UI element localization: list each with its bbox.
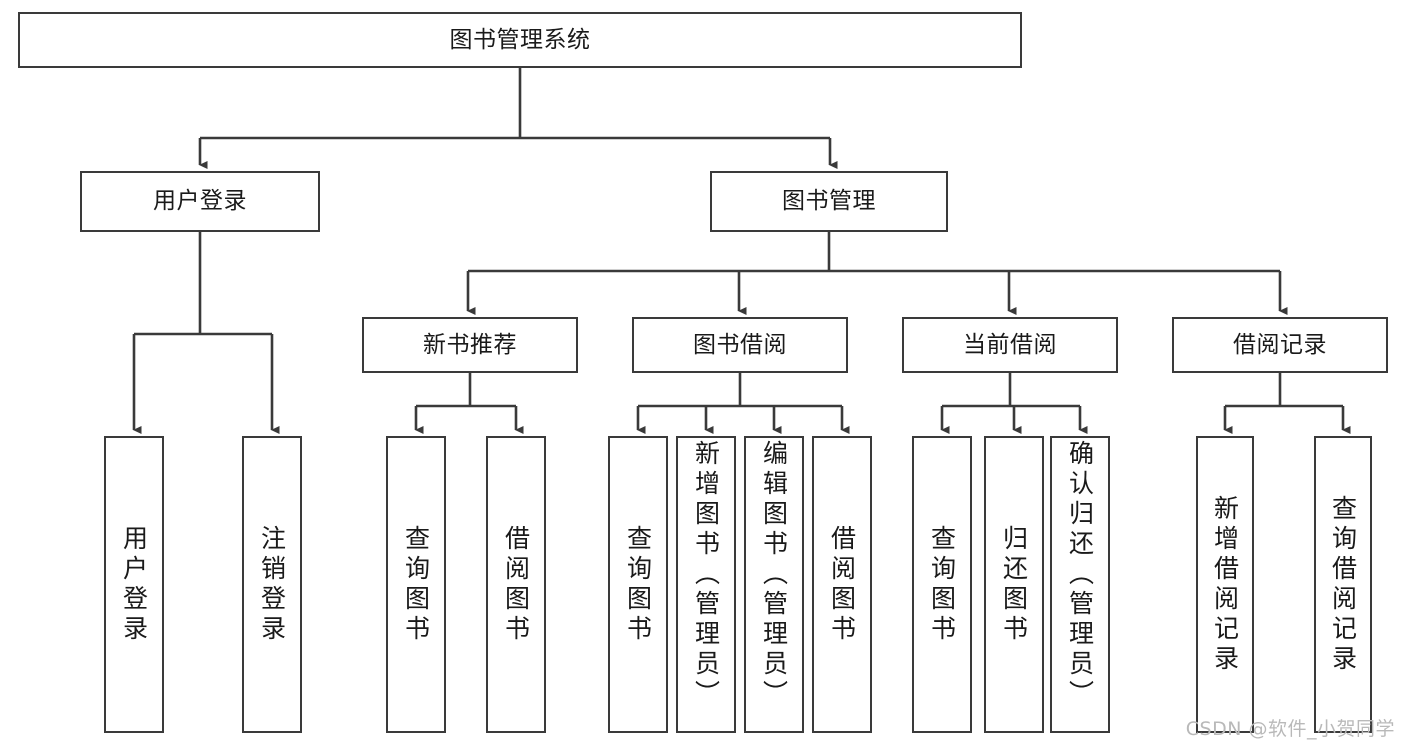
- node-leaf-borrow-book-1[interactable]: 借阅图书: [486, 436, 546, 733]
- node-leaf-edit-book[interactable]: 编辑图书（管理员）: [744, 436, 804, 733]
- node-leaf-add-record[interactable]: 新增借阅记录: [1196, 436, 1254, 733]
- leaf-logout-label: 注销登录: [257, 524, 287, 645]
- csdn-watermark: CSDN @软件_小贺同学: [1185, 718, 1395, 740]
- node-leaf-user-login[interactable]: 用户登录: [104, 436, 164, 733]
- leaf-query-book-3-label: 查询图书: [927, 524, 957, 645]
- node-leaf-confirm-return[interactable]: 确认归还（管理员）: [1050, 436, 1110, 733]
- leaf-return-book-label: 归还图书: [999, 524, 1029, 645]
- node-book-borrow-label: 图书借阅: [693, 331, 787, 358]
- leaf-borrow-book-2-label: 借阅图书: [827, 524, 857, 645]
- node-book-manage-label: 图书管理: [782, 188, 876, 215]
- node-current-borrow[interactable]: 当前借阅: [902, 317, 1118, 373]
- leaf-query-record-label: 查询借阅记录: [1328, 494, 1358, 675]
- node-borrow-record[interactable]: 借阅记录: [1172, 317, 1388, 373]
- node-leaf-add-book[interactable]: 新增图书（管理员）: [676, 436, 736, 733]
- node-leaf-query-book-1[interactable]: 查询图书: [386, 436, 446, 733]
- node-leaf-query-book-3[interactable]: 查询图书: [912, 436, 972, 733]
- leaf-user-login-label: 用户登录: [119, 524, 149, 645]
- leaf-add-book-label: 新增图书（管理员）: [691, 440, 721, 710]
- node-book-manage[interactable]: 图书管理: [710, 171, 948, 232]
- node-leaf-logout[interactable]: 注销登录: [242, 436, 302, 733]
- node-current-borrow-label: 当前借阅: [963, 331, 1057, 358]
- node-book-borrow[interactable]: 图书借阅: [632, 317, 848, 373]
- node-user-login-label: 用户登录: [153, 188, 247, 215]
- node-new-book-rec[interactable]: 新书推荐: [362, 317, 578, 373]
- node-root-label: 图书管理系统: [449, 26, 591, 53]
- leaf-borrow-book-1-label: 借阅图书: [501, 524, 531, 645]
- node-leaf-query-record[interactable]: 查询借阅记录: [1314, 436, 1372, 733]
- node-user-login[interactable]: 用户登录: [80, 171, 320, 232]
- node-leaf-query-book-2[interactable]: 查询图书: [608, 436, 668, 733]
- node-root[interactable]: 图书管理系统: [18, 12, 1022, 68]
- leaf-query-book-2-label: 查询图书: [623, 524, 653, 645]
- leaf-confirm-return-label: 确认归还（管理员）: [1065, 440, 1095, 710]
- node-new-book-rec-label: 新书推荐: [423, 331, 517, 358]
- leaf-edit-book-label: 编辑图书（管理员）: [759, 440, 789, 710]
- node-borrow-record-label: 借阅记录: [1233, 331, 1327, 358]
- leaf-add-record-label: 新增借阅记录: [1210, 494, 1240, 675]
- node-leaf-return-book[interactable]: 归还图书: [984, 436, 1044, 733]
- node-leaf-borrow-book-2[interactable]: 借阅图书: [812, 436, 872, 733]
- leaf-query-book-1-label: 查询图书: [401, 524, 431, 645]
